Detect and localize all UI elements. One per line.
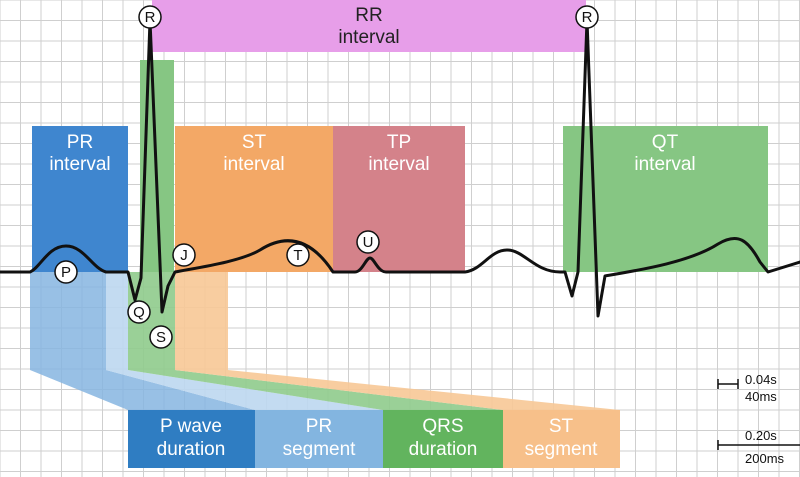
tp-interval-label-line1: TP (387, 132, 411, 153)
scale-large-line2: 200ms (745, 451, 785, 466)
qt-interval-band (563, 126, 768, 272)
pr-segment-box (255, 410, 383, 468)
rr-interval-label-line2: interval (338, 27, 399, 48)
st-segment-line2: segment (525, 439, 599, 460)
r1-letter: R (145, 9, 156, 26)
r2-marker: R (575, 5, 599, 29)
j-marker: J (172, 243, 196, 267)
st-segment-strip (175, 272, 228, 370)
p-wave-strip (30, 272, 106, 370)
s-marker: S (149, 325, 173, 349)
qrs-duration-line2: duration (409, 439, 478, 460)
st-interval-label-line2: interval (223, 154, 284, 175)
scale-small-line1: 0.04s (745, 372, 777, 387)
p-marker: P (54, 260, 78, 284)
u-marker: U (356, 230, 380, 254)
pr-interval-band (32, 126, 128, 272)
st-segment-line1: ST (549, 416, 574, 437)
scale-small-line2: 40ms (745, 389, 777, 404)
p-wave-duration-line2: duration (157, 439, 226, 460)
j-letter: J (180, 247, 188, 264)
qrs-funnel (128, 370, 503, 410)
r1-marker: R (138, 5, 162, 29)
q-marker: Q (127, 300, 151, 324)
t-letter: T (293, 247, 302, 264)
tp-interval-label-line2: interval (368, 154, 429, 175)
pr-interval-label-line1: PR (67, 132, 93, 153)
pr-segment-funnel (106, 370, 383, 410)
qt-interval-label-line1: QT (652, 132, 679, 153)
q-letter: Q (133, 304, 145, 321)
u-letter: U (363, 234, 374, 251)
ecg-trace (0, 18, 800, 318)
pr-interval-label-line2: interval (49, 154, 110, 175)
p-wave-duration-line1: P wave (160, 416, 222, 437)
qrs-duration-line1: QRS (422, 416, 463, 437)
rr-interval-band (152, 0, 586, 52)
p-wave-duration-box (128, 410, 255, 468)
scale-large: 0.20s 200ms (717, 428, 800, 466)
pr-segment-strip (106, 272, 128, 370)
tp-interval-band (333, 126, 465, 272)
t-marker: T (286, 243, 310, 267)
pr-segment-line2: segment (283, 439, 357, 460)
p-letter: P (61, 264, 71, 281)
st-segment-funnel (175, 370, 620, 410)
st-segment-box (503, 410, 620, 468)
scale-small: 0.04s 40ms (717, 372, 777, 404)
rr-interval-label-line1: RR (355, 5, 382, 26)
qrs-duration-box (383, 410, 503, 468)
scale-large-line1: 0.20s (745, 428, 777, 443)
pr-segment-line1: PR (306, 416, 332, 437)
r2-letter: R (582, 9, 593, 26)
st-interval-label-line1: ST (242, 132, 267, 153)
p-wave-funnel (30, 370, 255, 410)
s-letter: S (156, 329, 166, 346)
qt-interval-label-line2: interval (634, 154, 695, 175)
